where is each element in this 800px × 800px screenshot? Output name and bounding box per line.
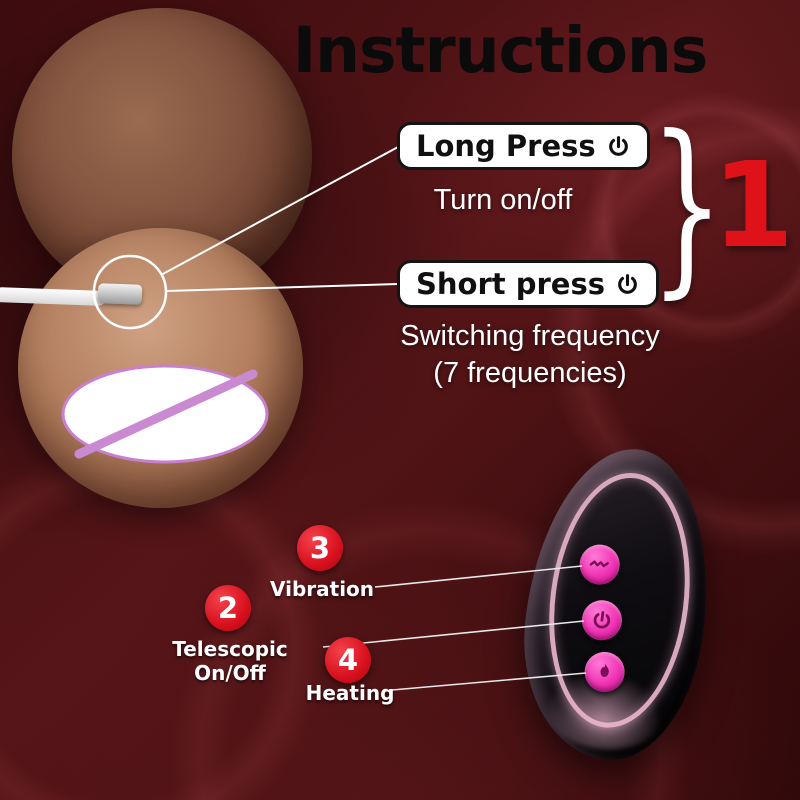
- long-press-description: Turn on/off: [433, 184, 573, 216]
- remote-heating-button: [582, 649, 627, 695]
- long-press-label: Long Press: [416, 129, 596, 163]
- long-press-callout: Long Press: [397, 122, 650, 170]
- vibration-wave-icon: [589, 560, 609, 568]
- short-press-label: Short press: [416, 267, 605, 301]
- short-press-desc-line2: (7 frequencies): [433, 357, 627, 389]
- annotation-label-heating: Heating: [305, 681, 395, 705]
- remote-vibration-button: [577, 542, 622, 587]
- annotation-number-heating: 4: [325, 637, 371, 683]
- cable-connector: [97, 283, 143, 305]
- annotation-number-telescopic: 2: [205, 585, 251, 631]
- annotation-label-telescopic: Telescopic On/Off: [172, 637, 288, 685]
- power-icon: [593, 611, 611, 629]
- remote-control: [509, 438, 725, 770]
- page-title: Instructions: [292, 14, 709, 87]
- no-sign-censor-badge: [61, 364, 269, 464]
- heating-flame-icon: [600, 663, 609, 678]
- short-press-desc-line1: Switching frequency: [400, 320, 660, 352]
- power-icon: [618, 273, 637, 294]
- annotation-number-vibration: 3: [297, 525, 343, 571]
- remote-power-button: [579, 597, 625, 643]
- power-icon: [608, 135, 628, 156]
- annotation-label-vibration: Vibration: [269, 577, 375, 601]
- short-press-description: Switching frequency (7 frequencies): [368, 318, 692, 392]
- charging-cable: [0, 287, 107, 306]
- short-press-callout: Short press: [397, 260, 659, 308]
- group-brace: }: [649, 94, 725, 316]
- step-number: 1: [712, 136, 795, 274]
